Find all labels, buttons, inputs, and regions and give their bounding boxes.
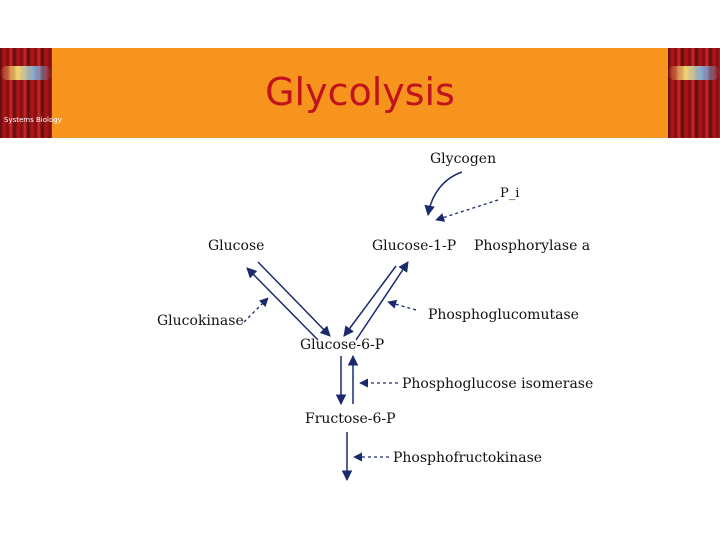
glucose-1-p-to-glucose-6-p-arrow [343,265,397,337]
title-banner: Systems Biology Glycolysis [0,48,720,138]
node-pi: P_i [500,186,519,201]
enzyme-glucokinase: Glucokinase [157,313,244,329]
node-glycogen: Glycogen [430,151,496,167]
slide-title: Glycolysis [265,70,455,114]
enzyme-phosphoglucomutase: Phosphoglucomutase [428,307,579,323]
phosphoglucomutase-dashed-arrow [387,299,417,311]
node-fructose-6-p: Fructose-6-P [305,411,396,427]
glycogen-to-glucose-1-p-arrow [424,171,463,217]
enzyme-phosphoglucose-isomerase: Phosphoglucose isomerase [402,376,593,392]
systems-biology-logo-left: Systems Biology [0,48,62,138]
glucose-6-p-to-glucose-1-p-arrow [355,261,409,341]
node-glucose: Glucose [208,238,264,254]
glucose-to-glucose-6-p-arrow [257,261,331,337]
logo-text: Systems Biology [4,116,62,124]
dna-ribbon-graphic [0,66,52,80]
glucokinase-dashed-arrow [243,297,269,323]
node-glucose-1-p: Glucose-1-P [372,238,456,254]
pi-input-dashed-arrow [435,199,499,222]
node-glucose-6-p: Glucose-6-P [300,337,384,353]
dna-ribbon-graphic [668,66,720,80]
systems-biology-logo-right [668,48,720,138]
enzyme-phosphofructokinase: Phosphofructokinase [393,450,542,466]
glucose-6-p-to-glucose-arrow [246,267,319,341]
enzyme-phosphorylase-a: Phosphorylase a [474,238,590,254]
